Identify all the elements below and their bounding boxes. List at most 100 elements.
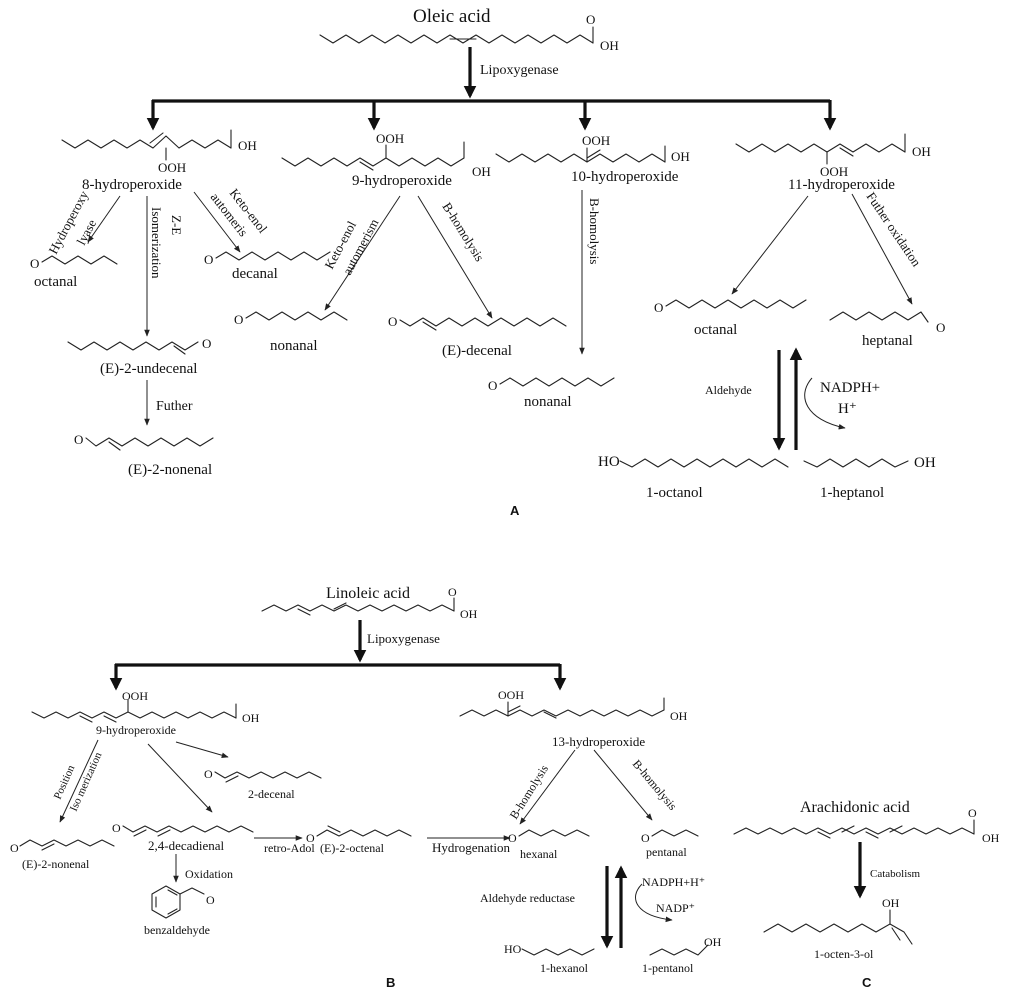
undecenal-structure xyxy=(67,341,199,351)
futher-label: Futher xyxy=(156,399,193,414)
octenal-structure xyxy=(316,829,412,837)
decenal-label: (E)-decenal xyxy=(442,343,512,359)
b-homolysis-label-b2: B-homolysis xyxy=(630,757,680,813)
octanal1-label: octanal xyxy=(34,274,77,290)
heptanol-label: 1-heptanol xyxy=(820,485,884,501)
decadienal-label: 2,4-decadienal xyxy=(148,838,225,853)
nonenal-b-double-bond xyxy=(41,843,55,851)
octenol-label: 1-octen-3-ol xyxy=(814,947,874,961)
octanal2-o-label: O xyxy=(654,300,663,315)
nonenal-a-structure xyxy=(85,437,214,447)
octanal1-o-label: O xyxy=(30,256,39,271)
oleic-oh-label: OH xyxy=(600,38,619,53)
aldehyde-label: Aldehyde xyxy=(705,383,752,397)
pentanal-label: pentanal xyxy=(646,845,687,859)
arrow-hp8-decanal xyxy=(193,191,241,253)
nonenal-a-label: (E)-2-nonenal xyxy=(128,462,212,478)
panel-a: Oleic acid O OH Lipoxygenase OOH OH 8-hy… xyxy=(30,6,945,518)
nadph-curve-b xyxy=(635,883,673,923)
arachidonic-oh-label: OH xyxy=(982,831,1000,845)
arrow-hp9b-decenal xyxy=(175,741,229,758)
hp11-label: 11-hydroperoxide xyxy=(788,177,895,193)
hp8-double-bond xyxy=(149,132,164,144)
pentanal-o-label: O xyxy=(641,831,650,845)
benzaldehyde-label: benzaldehyde xyxy=(144,923,210,937)
nadp-label-b: NADP⁺ xyxy=(656,901,695,915)
decadienal-structure xyxy=(122,825,254,833)
futher-oxidation-label: Futher oxidation xyxy=(864,189,925,269)
octenal-double-bond xyxy=(327,825,341,833)
nadph-h-label-b: NADPH+H⁺ xyxy=(642,875,705,889)
arrow-hp9-decenal xyxy=(417,195,493,319)
nadph-label-a: NADPH+ xyxy=(820,380,880,396)
octanal2-structure xyxy=(665,299,807,309)
panel-b-label: B xyxy=(386,975,395,990)
pentanal-structure xyxy=(651,829,699,837)
heptanal-o-label: O xyxy=(936,320,945,335)
linoleic-o-label: O xyxy=(448,585,457,599)
hexanal-o-label: O xyxy=(508,831,517,845)
hp11-oh-label: OH xyxy=(912,144,931,159)
hp9-oh-label: OH xyxy=(472,164,491,179)
hydrogenation-label: Hydrogenation xyxy=(432,840,510,855)
hp9-ooh-label: OOH xyxy=(376,131,404,146)
retro-adol-label: retro-Adol xyxy=(264,841,315,855)
oleic-acid-label: Oleic acid xyxy=(413,6,491,27)
pentanol-label: 1-pentanol xyxy=(642,961,694,975)
nonanal2-label: nonanal xyxy=(524,394,571,410)
octanal2-label: octanal xyxy=(694,322,737,338)
linoleic-acid-structure xyxy=(261,604,455,612)
hp13-oh-label: OH xyxy=(670,709,688,723)
benzaldehyde-o-label: O xyxy=(206,893,215,907)
octanol-structure xyxy=(619,458,789,468)
hp10-structure xyxy=(495,153,666,163)
hplus-label-a: H⁺ xyxy=(838,401,857,417)
oleic-o-label: O xyxy=(586,12,595,27)
decanal-structure xyxy=(215,251,331,261)
hp13-ooh-label: OOH xyxy=(498,688,524,702)
decenal-structure xyxy=(399,317,567,327)
hp9-branches xyxy=(385,141,465,159)
hexanal-label: hexanal xyxy=(520,847,558,861)
decanal-o-label: O xyxy=(204,252,213,267)
hp8-label: 8-hydroperoxide xyxy=(82,177,182,193)
octenol-oh-label: OH xyxy=(882,896,900,910)
b-homolysis-label-a1: B-homolysis xyxy=(439,200,487,264)
nonenal-a-o-label: O xyxy=(74,432,83,447)
decanal-label: decanal xyxy=(232,266,278,282)
octanol-label: 1-octanol xyxy=(646,485,703,501)
arrow-hp11-octanal xyxy=(731,195,809,295)
hp8-structure xyxy=(61,135,232,149)
isomerization-label-a: Isomerization xyxy=(149,207,164,279)
arachidonic-acid-structure xyxy=(733,827,975,835)
decenal2-structure xyxy=(214,771,322,779)
hp10-label: 10-hydroperoxide xyxy=(571,169,679,185)
decadienal-double-bonds xyxy=(133,829,171,837)
hexanol-ho-label: HO xyxy=(504,942,522,956)
hp9-label: 9-hydroperoxide xyxy=(352,173,452,189)
panel-c: Arachidonic acid O OH Catabolism OH 1-oc… xyxy=(733,799,1000,990)
hp9b-double-bonds xyxy=(79,715,117,723)
arachidonic-o-label: O xyxy=(968,806,977,820)
hp10-ooh-label: OOH xyxy=(582,133,610,148)
lipoxygenase-label-a: Lipoxygenase xyxy=(480,63,559,78)
hp10-branches xyxy=(586,145,666,163)
nadph-curve-a xyxy=(804,377,846,430)
aldehyde-reductase-label: Aldehyde reductase xyxy=(480,891,575,905)
lipoxygenase-label-b: Lipoxygenase xyxy=(367,631,440,646)
nonenal-b-structure xyxy=(19,839,115,847)
linoleic-oh-label: OH xyxy=(460,607,478,621)
hp9b-branches xyxy=(127,699,237,719)
octanal1-structure xyxy=(41,255,118,265)
hp9-structure xyxy=(281,157,465,167)
hp8-oh-label: OH xyxy=(238,138,257,153)
panel-a-label: A xyxy=(510,503,520,518)
arrow-hp9b-nonenal xyxy=(59,739,99,823)
ze-label: Z-E xyxy=(169,215,184,235)
hp9b-oh-label: OH xyxy=(242,711,260,725)
hp11-structure xyxy=(735,143,906,153)
benzaldehyde-structure xyxy=(151,885,205,919)
hp9-double-bond xyxy=(359,161,374,171)
nonanal2-structure xyxy=(499,377,615,387)
